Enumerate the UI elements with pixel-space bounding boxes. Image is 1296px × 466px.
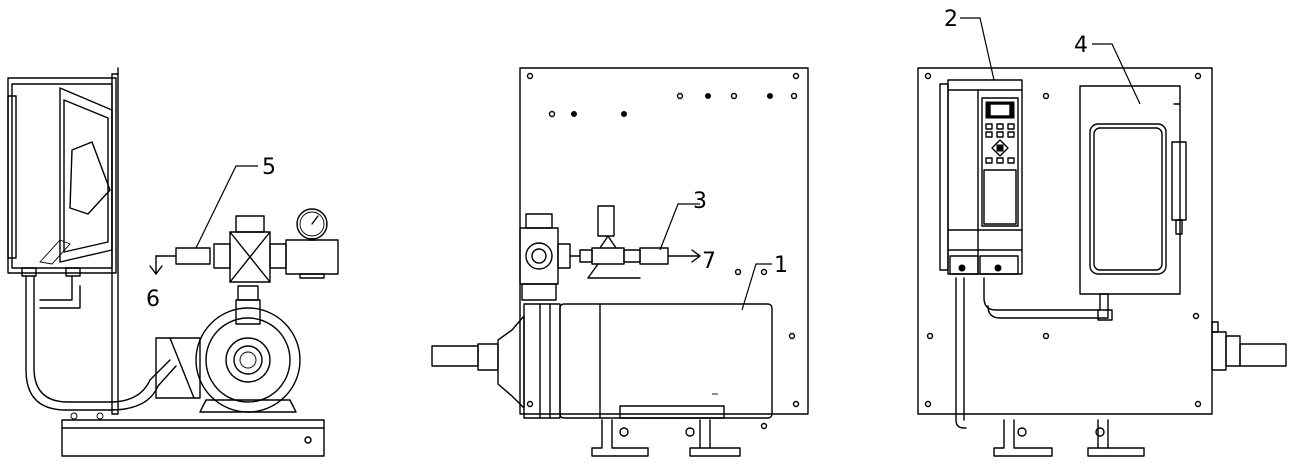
rear-feet — [993, 419, 1145, 457]
callout-7: 7 — [702, 249, 716, 274]
side-view: 5 6 — [7, 67, 339, 457]
rear-view: 2 4 — [917, 7, 1287, 457]
rear-holes — [924, 72, 1202, 408]
base-frame — [61, 412, 325, 457]
callout-label-2: 2 — [944, 7, 958, 32]
rear-piping — [955, 277, 1113, 429]
valve-assembly — [149, 208, 339, 283]
pipe-loop — [25, 275, 177, 411]
control-box — [7, 67, 119, 415]
callout-label-4: 4 — [1074, 33, 1088, 58]
mounting-holes — [526, 72, 800, 430]
front-feet — [591, 419, 741, 457]
front-view: 3 7 1 — [431, 67, 809, 457]
keypad — [985, 123, 1015, 164]
callout-4: 4 — [1074, 33, 1141, 105]
callout-5: 5 — [195, 155, 276, 249]
pump-motor — [431, 303, 773, 419]
callout-label-3: 3 — [693, 189, 707, 214]
valve-line — [519, 205, 701, 301]
frequency-drive — [939, 79, 1023, 275]
callout-3: 3 — [659, 189, 707, 251]
callout-label-6: 6 — [146, 287, 160, 312]
pump — [155, 285, 301, 413]
control-panel — [1079, 85, 1187, 295]
callout-2: 2 — [944, 7, 995, 81]
callout-label-5: 5 — [262, 155, 276, 180]
rear-mounting-plate — [917, 67, 1213, 415]
side-connector — [1211, 321, 1287, 371]
callout-1: 1 — [741, 253, 788, 311]
callout-6: 6 — [146, 287, 160, 312]
callout-label-7: 7 — [702, 249, 716, 274]
callout-label-1: 1 — [774, 253, 788, 278]
